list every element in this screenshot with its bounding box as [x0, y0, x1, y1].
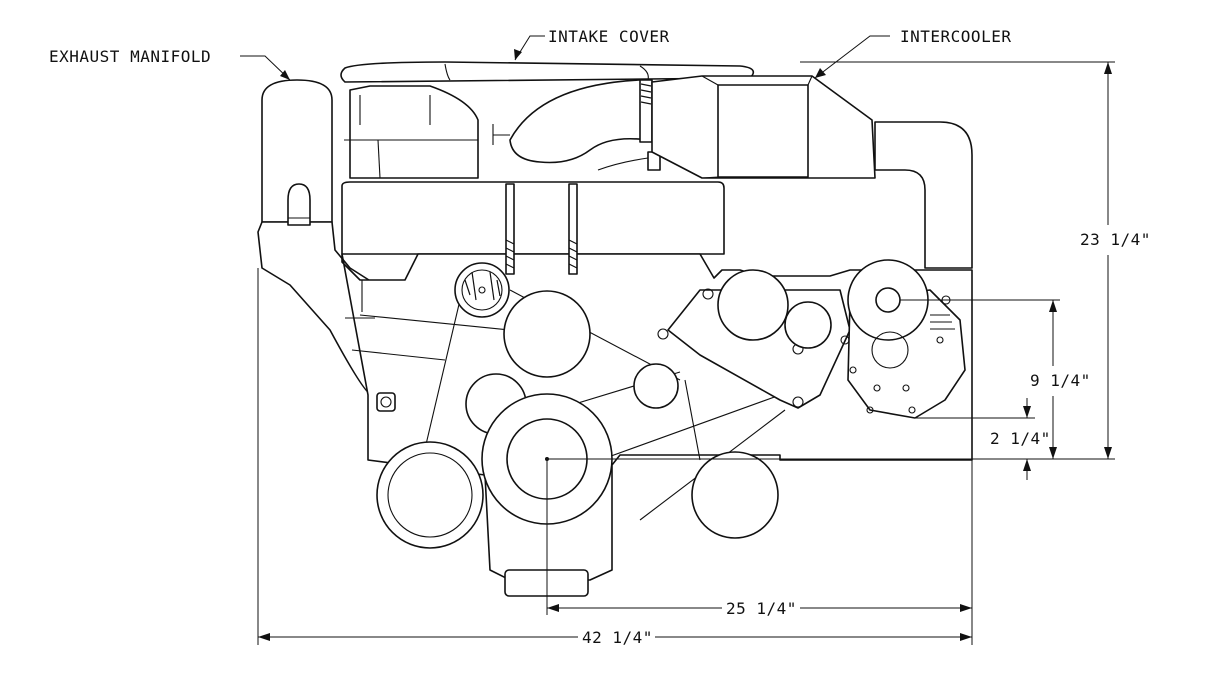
- drive-belt: [351, 289, 786, 521]
- coolant-reservoir: [344, 85, 479, 179]
- drain-fitting: [376, 392, 396, 412]
- lower-left-pulley: [376, 441, 484, 549]
- dimension-lines: [257, 61, 1115, 645]
- tensioner-pulley: [633, 363, 679, 409]
- exhaust-manifold-callout: EXHAUST MANIFOLD: [49, 47, 211, 66]
- intake-cover: [340, 61, 755, 83]
- alternator-idler: [784, 301, 832, 349]
- intake-pipe: [509, 79, 649, 164]
- engine-assembly: [257, 61, 973, 597]
- upper-pulley: [503, 290, 591, 378]
- intercooler-callout: INTERCOOLER: [900, 27, 1011, 46]
- callout-leaders: [240, 35, 890, 81]
- lower-offset-dimension: 2 1/4": [990, 429, 1051, 448]
- idler-pulley: [454, 262, 510, 318]
- water-pump-housing: [847, 259, 966, 419]
- pulley-height-dimension: 9 1/4": [1030, 371, 1091, 390]
- valve-cover: [341, 181, 725, 255]
- lower-right-pulley: [691, 451, 779, 539]
- overall-length-dimension: 42 1/4": [582, 628, 653, 647]
- intercooler: [651, 75, 876, 179]
- head-studs: [505, 183, 578, 275]
- intercooler-pipe: [874, 121, 973, 269]
- intake-cover-callout: INTAKE COVER: [548, 27, 670, 46]
- crank-to-rear-dimension: 25 1/4": [726, 599, 797, 618]
- alternator-pulley: [717, 269, 789, 341]
- overall-height-dimension: 23 1/4": [1080, 230, 1151, 249]
